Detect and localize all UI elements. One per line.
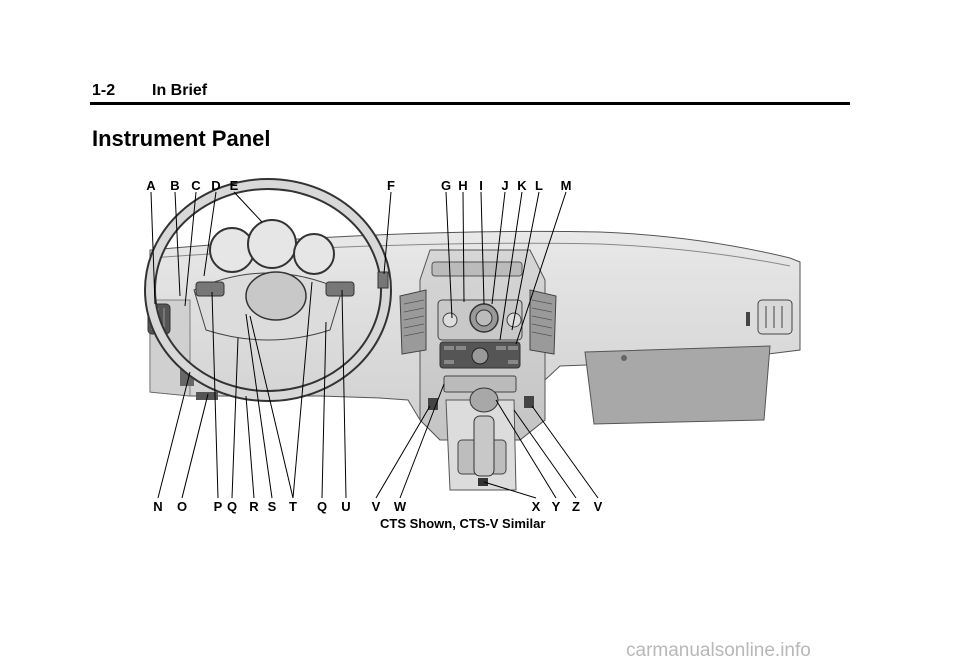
callout-w: W (394, 499, 407, 514)
callout-b: B (170, 178, 179, 193)
bottom-callouts: N O P Q R S T Q U V W X Y Z V (153, 499, 602, 514)
callout-q-2: Q (317, 499, 327, 514)
callout-v: V (372, 499, 381, 514)
callout-c: C (191, 178, 201, 193)
page-number: 1-2 (92, 82, 116, 99)
callout-f: F (387, 178, 395, 193)
callout-n: N (153, 499, 162, 514)
top-leader-lines (150, 191, 567, 345)
running-header: 1-2 In Brief (92, 82, 850, 104)
callout-o: O (177, 499, 187, 514)
callout-y: Y (552, 499, 561, 514)
callout-a: A (146, 178, 156, 193)
callout-r: R (249, 499, 259, 514)
header-rule (90, 102, 850, 105)
top-callouts: A B C D E F G H I J K L M (146, 178, 571, 193)
page-title: Instrument Panel (92, 126, 271, 151)
callout-m: M (561, 178, 572, 193)
callout-h: H (458, 178, 467, 193)
callout-s: S (268, 499, 277, 514)
callout-u: U (341, 499, 350, 514)
callout-x: X (532, 499, 541, 514)
callout-t: T (289, 499, 297, 514)
figure-caption: CTS Shown, CTS-V Similar (380, 516, 546, 531)
callout-q: Q (227, 499, 237, 514)
callout-v-2: V (594, 499, 603, 514)
steering-wheel (144, 178, 392, 402)
callout-z: Z (572, 499, 580, 514)
callout-g: G (441, 178, 451, 193)
callout-e: E (230, 178, 239, 193)
section-name: In Brief (152, 82, 208, 99)
center-stack (399, 249, 557, 491)
callout-p: P (214, 499, 223, 514)
callout-l: L (535, 178, 543, 193)
bottom-leader-lines (157, 281, 599, 499)
callout-i: I (479, 178, 483, 193)
callout-d: D (211, 178, 220, 193)
callout-k: K (517, 178, 527, 193)
watermark: carmanualsonline.info (626, 640, 811, 661)
callout-j: J (501, 178, 508, 193)
